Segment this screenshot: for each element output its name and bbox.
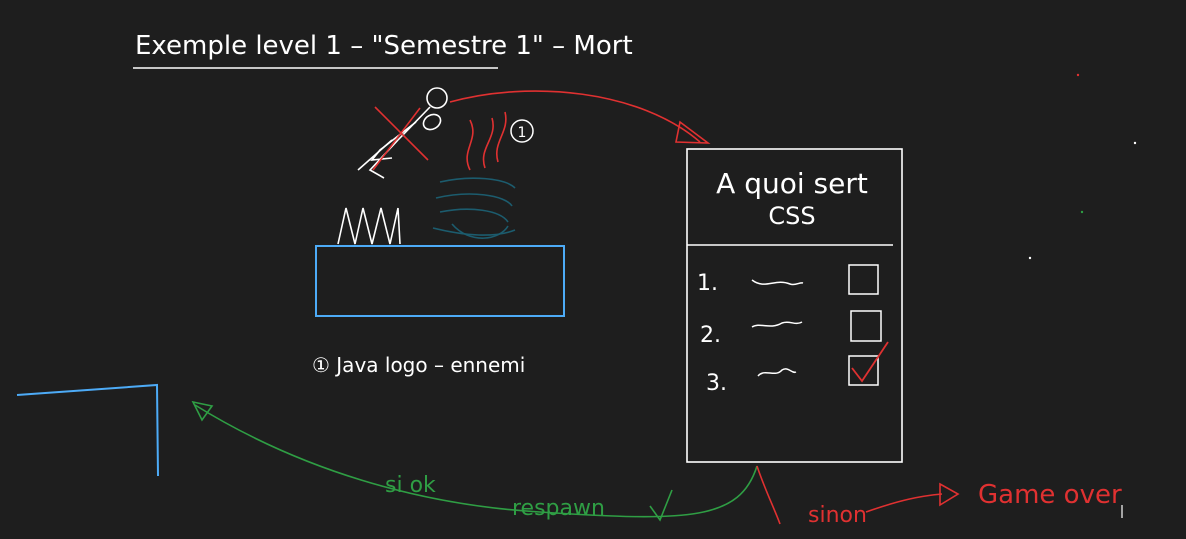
- spikes-icon: [337, 207, 401, 245]
- answer-number-3: 3.: [706, 371, 727, 396]
- respawn-ledge: [16, 383, 159, 477]
- checkmark-icon: [851, 341, 889, 383]
- fail-branch: [756, 465, 781, 525]
- to-quiz-arrowhead: [675, 120, 711, 144]
- success-label-1: si ok: [385, 473, 436, 498]
- fail-arrowhead: [939, 482, 960, 507]
- answer-scribble-2: [751, 321, 803, 328]
- answer-checkbox-2[interactable]: [850, 310, 882, 342]
- platform: [315, 245, 565, 317]
- enemy-legend: ① Java logo – ennemi: [312, 353, 525, 377]
- stray-dot: [1133, 141, 1137, 145]
- to-quiz-arrow: [449, 90, 701, 143]
- answer-scribble-1: [751, 279, 804, 286]
- success-arrowhead: [191, 400, 214, 422]
- stray-dot: [1080, 210, 1084, 214]
- answer-number-2: 2.: [700, 323, 721, 348]
- answer-scribble-3: [757, 368, 797, 377]
- quiz-question-line1: A quoi sert: [716, 167, 868, 200]
- stick-figure-icon: [357, 87, 448, 179]
- quiz-panel: [686, 148, 903, 463]
- success-label-2: respawn: [512, 496, 605, 521]
- quiz-question-line2: CSS: [768, 202, 815, 230]
- stray-dot: [1028, 256, 1032, 260]
- enemy-marker-number: 1: [518, 125, 527, 141]
- answer-checkbox-3[interactable]: [848, 355, 879, 386]
- answer-number-1: 1.: [697, 271, 718, 296]
- success-check-icon: [649, 489, 673, 522]
- crossed-out-mark: [372, 106, 429, 171]
- java-cup-icon: [432, 111, 516, 239]
- fail-label: sinon: [808, 503, 867, 528]
- fail-result: Game over: [978, 480, 1122, 510]
- page-title: Exemple level 1 – "Semestre 1" – Mort: [135, 31, 633, 61]
- answer-checkbox-1[interactable]: [848, 264, 879, 295]
- stray-dot: [1076, 73, 1080, 77]
- enemy-marker-circle: [510, 119, 534, 143]
- fail-arrow: [865, 493, 943, 513]
- success-arrow: [194, 404, 758, 518]
